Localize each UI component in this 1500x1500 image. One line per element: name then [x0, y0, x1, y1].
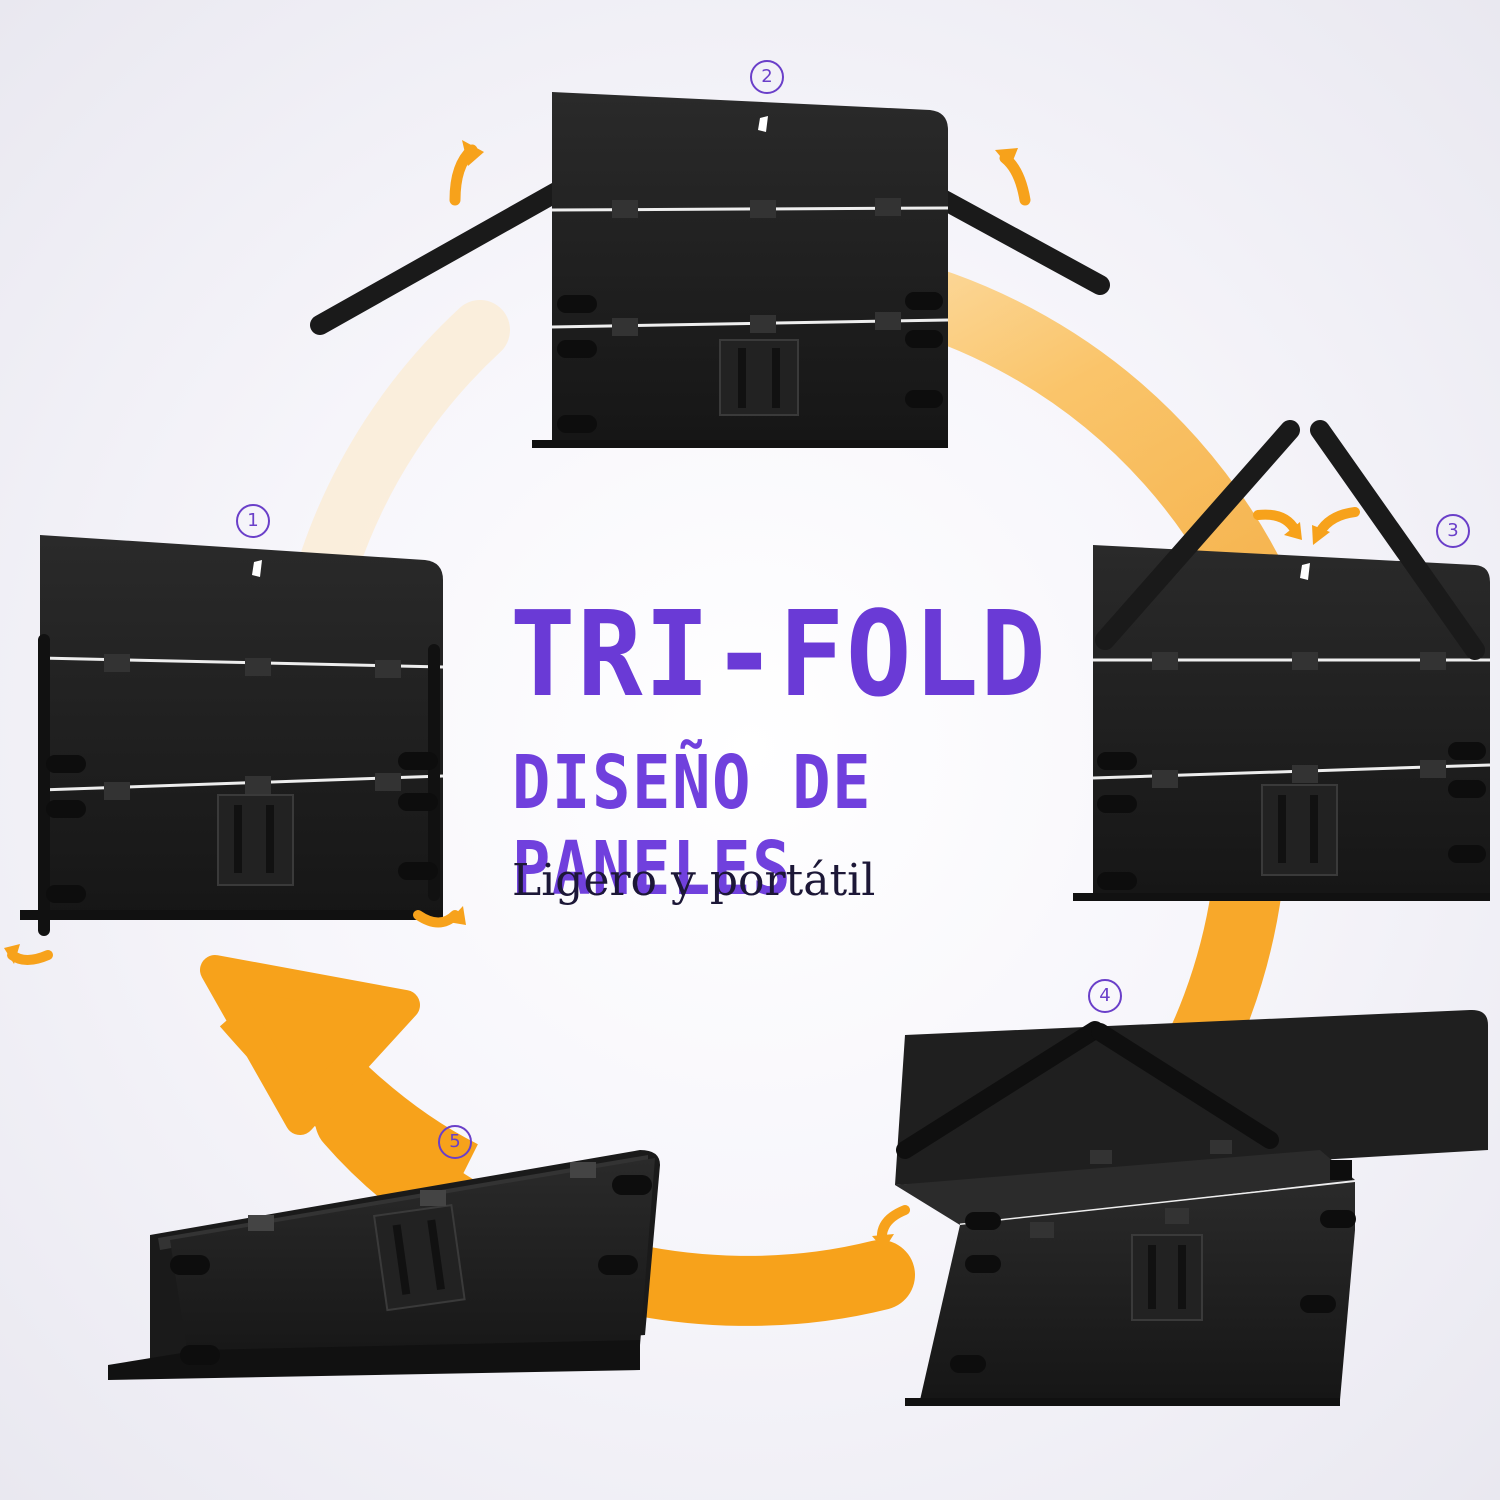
panel-step-5: [108, 1150, 660, 1380]
rotate-arrow-2-right: [995, 148, 1031, 206]
rotate-arrow-1-right: [413, 906, 466, 928]
fold-arrow-4: [872, 1205, 910, 1250]
panel-step-2: [310, 92, 1110, 448]
step-number-2: 2: [750, 60, 784, 94]
step-number-5: 5: [438, 1125, 472, 1159]
step-number-1: 1: [236, 504, 270, 538]
headline-title: TRI-FOLD: [510, 585, 1048, 723]
rotate-arrow-3-left: [1253, 509, 1302, 540]
headline-subtitle: DISEÑO DE PANELES: [512, 740, 873, 912]
return-arrow-big: [200, 955, 479, 1216]
panel-step-1: [20, 535, 444, 936]
panel-step-4: [895, 1009, 1488, 1406]
headline-tagline: Ligero y portátil: [512, 855, 876, 906]
rotate-arrow-1-left: [4, 944, 53, 965]
step-number-3: 3: [1436, 514, 1470, 548]
panel-step-3: [1073, 420, 1491, 901]
rotate-arrow-3-right: [1312, 507, 1360, 545]
rotate-arrow-2-left: [449, 140, 484, 206]
step-number-4: 4: [1088, 979, 1122, 1013]
